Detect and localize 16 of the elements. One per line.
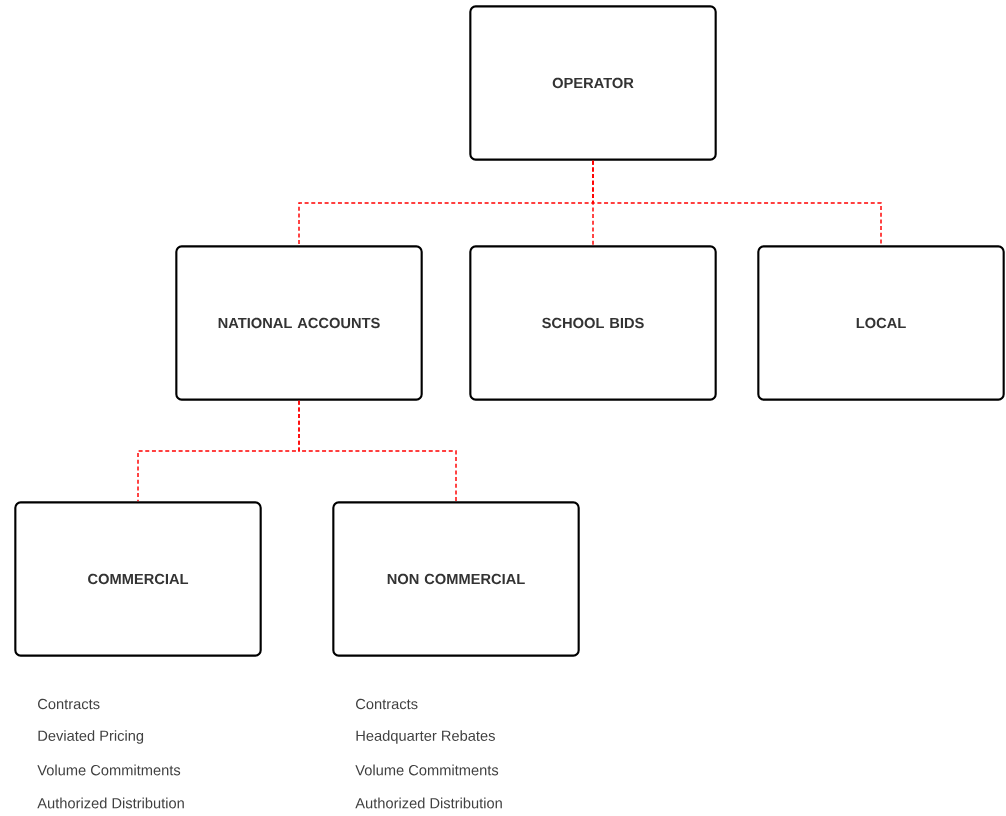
- org-box: LOCAL: [757, 245, 1005, 401]
- list-item: Authorized Distribution: [37, 797, 184, 809]
- list-item: Deviated Pricing: [38, 730, 144, 744]
- org-box: NON COMMERCIAL: [332, 501, 580, 657]
- list-item: Headquarter Rebates: [356, 730, 495, 744]
- list-item: Volume Commitments: [37, 764, 181, 776]
- connector: [592, 160, 882, 246]
- list-item: Volume Commitments: [355, 764, 499, 776]
- list-item: Contracts: [38, 698, 100, 710]
- list-item: Contracts: [356, 698, 418, 710]
- org-box: OPERATOR: [469, 5, 717, 161]
- org-box: COMMERCIAL: [14, 501, 262, 657]
- list-item: Authorized Distribution: [355, 797, 502, 809]
- org-box: NATIONAL ACCOUNTS: [175, 245, 423, 401]
- connector: [298, 400, 457, 502]
- org-box: SCHOOL BIDS: [469, 245, 717, 401]
